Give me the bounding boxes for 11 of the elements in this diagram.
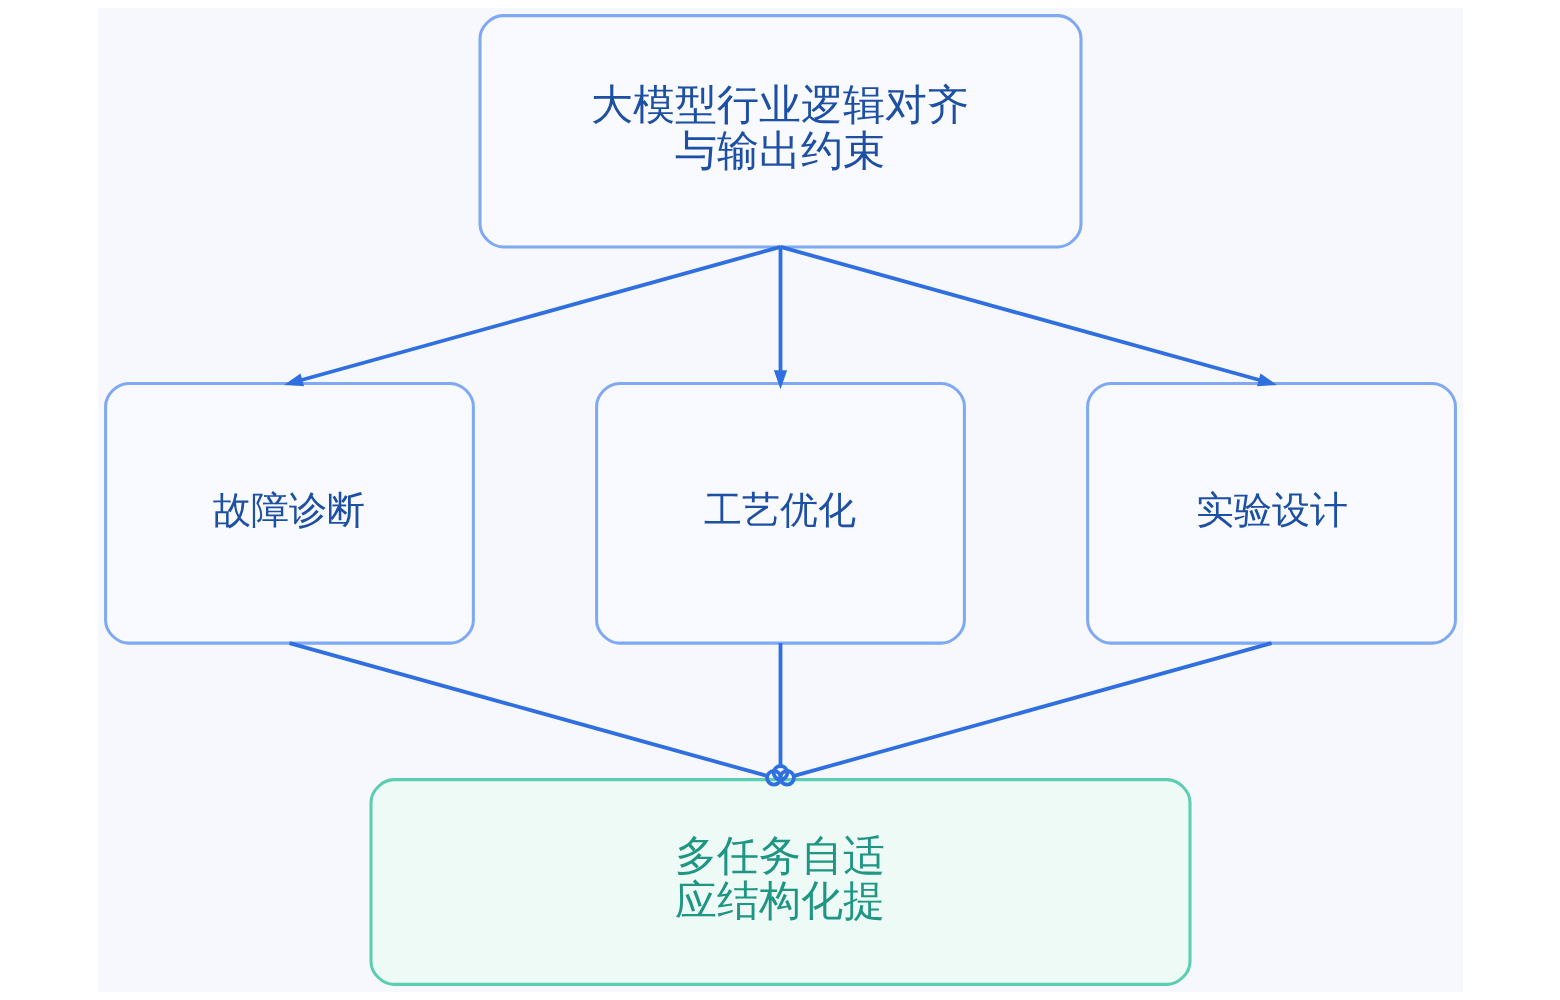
node-box: 实验设计 [1085, 381, 1457, 645]
node-box: 工艺优化 [594, 381, 966, 645]
node-box: 大模型行业逻辑对齐与输出约束 [478, 14, 1082, 249]
arrow [779, 245, 1277, 387]
arrow [283, 245, 781, 387]
node-box: 故障诊断 [103, 381, 475, 645]
connector [288, 641, 783, 787]
connector [771, 643, 789, 782]
connector [777, 641, 1272, 787]
node-box: 多任务自适应结构化提 [369, 778, 1191, 986]
arrow [773, 246, 787, 390]
